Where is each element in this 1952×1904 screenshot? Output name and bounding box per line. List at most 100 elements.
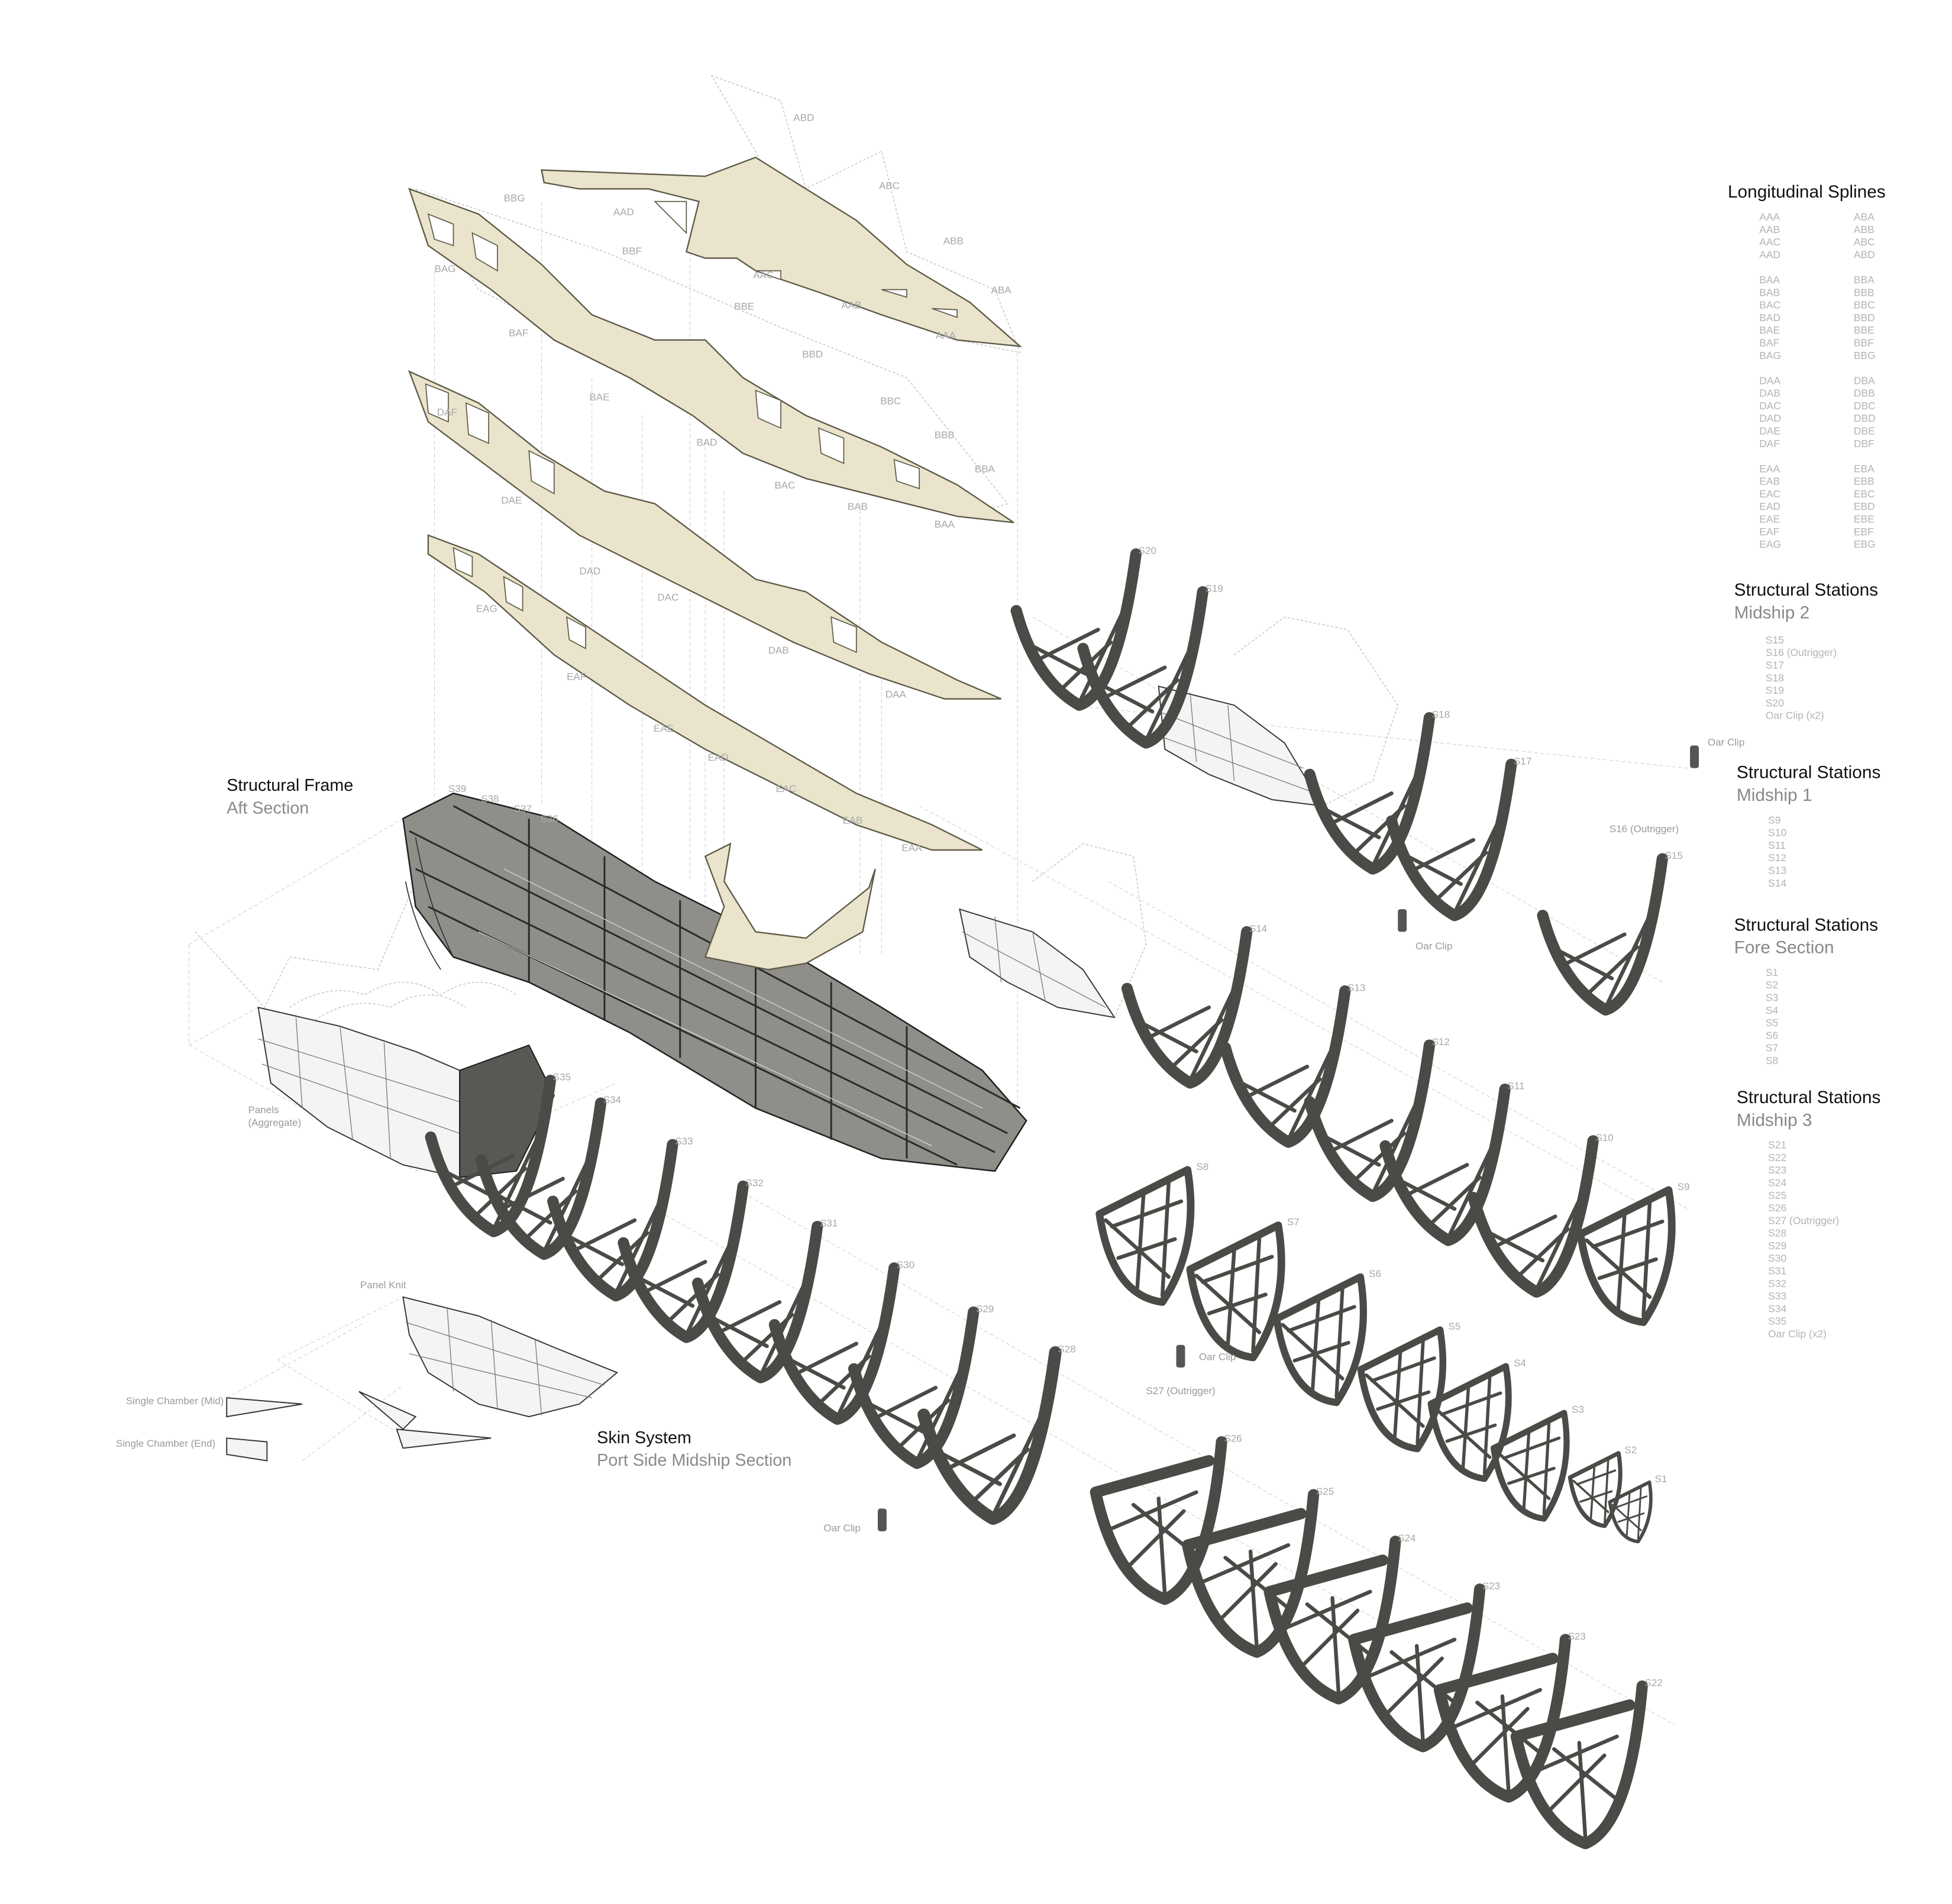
station-label: S38	[481, 793, 499, 804]
station-label: S11	[1507, 1081, 1524, 1092]
station-label: S29	[976, 1303, 994, 1314]
spline-label: BBA	[975, 463, 996, 474]
spline-legend-item: DBD	[1854, 412, 1876, 424]
spline-legend-item: EAB	[1759, 476, 1780, 487]
stations-legend-item: S25	[1768, 1189, 1786, 1201]
station-label: S17	[1514, 755, 1531, 767]
spline-label: BAA	[935, 519, 955, 530]
stations-legend-item: S15	[1766, 634, 1784, 646]
spline-label: DAB	[768, 645, 789, 656]
station-label: S5	[1448, 1321, 1460, 1332]
spline-legend-item: BAD	[1759, 312, 1780, 324]
stations-legend-item: S3	[1766, 992, 1778, 1004]
station-label: S30	[897, 1259, 914, 1271]
spline-label: DAF	[437, 407, 457, 418]
stations-legend-item: S17	[1766, 659, 1784, 671]
station-label: S28	[1058, 1344, 1075, 1355]
station-labels: S20S19S18S17S15S14S13S12S11S10S9S8S7S6S5…	[448, 545, 1690, 1689]
spline-legend-item: AAD	[1759, 248, 1780, 260]
station-label: S19	[1205, 583, 1223, 594]
stations-legend-item: S21	[1768, 1139, 1786, 1151]
spline-legend-item: BBF	[1854, 337, 1874, 348]
spline-legend-item: DBC	[1854, 400, 1876, 412]
station-frame	[1304, 712, 1436, 875]
spline-legend-item: AAA	[1759, 211, 1780, 223]
spline-label: ABB	[943, 235, 964, 247]
spline-legend-item: EBG	[1854, 538, 1876, 550]
station-label: S10	[1595, 1132, 1613, 1143]
spline-legend-item: DBF	[1854, 438, 1875, 450]
spline-label: DAD	[579, 565, 600, 577]
stations-legend-item: S32	[1768, 1278, 1786, 1289]
stations-legend-item: S22	[1768, 1152, 1786, 1163]
stations-legend-subtitle: Fore Section	[1734, 938, 1834, 958]
stations-legend-item: S30	[1768, 1252, 1786, 1264]
oar-clip-part	[877, 1508, 887, 1531]
station-frame	[1490, 1410, 1570, 1522]
spline-label: EAD	[708, 752, 729, 763]
spline-label: BBB	[935, 429, 955, 441]
spline-legend-item: DAF	[1759, 438, 1780, 450]
skin-midship-1	[959, 843, 1147, 1019]
station-frame	[1433, 1634, 1571, 1803]
spline-legend-item: ABC	[1854, 236, 1875, 248]
station-label: S37	[514, 803, 532, 814]
oar-clip-part	[1690, 745, 1699, 768]
stations-legend-item: S11	[1768, 839, 1786, 851]
station-label: S6	[1369, 1268, 1381, 1279]
ghost-stations	[289, 982, 517, 1020]
station-label: S9	[1678, 1181, 1690, 1192]
stations-legend-item: S20	[1766, 697, 1784, 709]
stations-legend-item: S10	[1768, 827, 1786, 839]
oar-clip-part	[1398, 909, 1407, 932]
s27-outrigger-label: S27 (Outrigger)	[1146, 1385, 1215, 1397]
station-frame	[1273, 1273, 1367, 1407]
spline-legend-item: EAG	[1759, 538, 1781, 550]
station-frame	[1468, 1135, 1599, 1298]
panel-knit-label: Panel Knit	[360, 1279, 406, 1291]
spline-legend-item: BBG	[1854, 350, 1876, 361]
station-label: S25	[1316, 1486, 1334, 1497]
spline-label: BAF	[509, 327, 528, 338]
station-frame	[1090, 1436, 1227, 1605]
spline-da	[408, 370, 1002, 700]
spline-legend-item: BBD	[1854, 312, 1875, 324]
spline-legend-item: ABA	[1854, 211, 1875, 223]
station-label: S35	[553, 1072, 571, 1083]
station-frame	[1510, 1680, 1648, 1850]
oar-clip-label: Oar Clip	[1708, 736, 1744, 748]
station-frame	[1304, 1039, 1436, 1202]
station-label: S15	[1665, 850, 1683, 861]
spline-labels: ABDABCABBABAAAAAABAACAADBBGBBFBBEBBDBBCB…	[435, 112, 1012, 854]
spline-label: AAC	[753, 270, 774, 281]
spline-legend-item: BBC	[1854, 299, 1875, 311]
station-label: S3	[1572, 1404, 1584, 1415]
spline-label: BAD	[696, 437, 717, 448]
stations-legend-item: S35	[1768, 1315, 1786, 1327]
station-label: S33	[675, 1136, 693, 1147]
oar-clips	[877, 745, 1699, 1531]
stations-legend-title: Structural Stations	[1734, 915, 1878, 935]
station-frame	[1186, 1221, 1285, 1362]
station-frame	[1385, 758, 1517, 922]
spline-label: ABD	[793, 112, 814, 123]
spline-legend-item: ABB	[1854, 224, 1875, 235]
stations-legend-item: S9	[1768, 814, 1780, 826]
spline-legend-item: DAA	[1759, 374, 1780, 386]
spline-legend-item: DAE	[1759, 425, 1780, 437]
spline-label: ABA	[991, 285, 1012, 296]
spline-label: AAA	[936, 330, 956, 341]
skin-panels-aggregate	[257, 1006, 555, 1178]
spline-legend-item: EBB	[1854, 476, 1875, 487]
station-label: S26	[1224, 1433, 1242, 1444]
spline-label: DAC	[657, 592, 678, 603]
spline-legend-item: EAE	[1759, 513, 1780, 525]
station-label: S8	[1197, 1161, 1209, 1172]
spline-ba-bb	[408, 188, 1014, 523]
stations-legend-item: S19	[1766, 684, 1784, 696]
spline-legend-item: DBE	[1854, 425, 1875, 437]
annotations: Structural Frame Aft Section Skin System…	[116, 736, 1744, 1533]
station-label: S12	[1432, 1036, 1450, 1048]
spline-legend-item: ABD	[1854, 248, 1875, 260]
stations-legend-item: Oar Clip (x2)	[1768, 1328, 1827, 1340]
